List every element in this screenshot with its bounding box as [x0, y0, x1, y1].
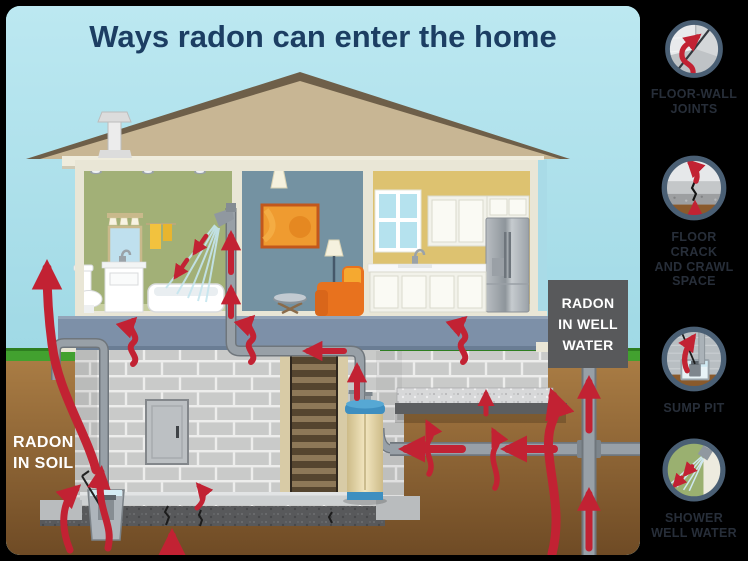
kitchen-sink [412, 248, 426, 264]
crawl-space [395, 351, 567, 423]
legend-item-shower-well-water: SHOWER WELL WATER [640, 434, 748, 541]
radon-in-well-water-sign: RADON IN WELL WATER [548, 280, 628, 368]
vanity-sink [101, 249, 147, 313]
stool [273, 293, 307, 315]
kitchen-window [374, 189, 422, 253]
legend-label: SHOWER WELL WATER [651, 511, 737, 540]
radon-in-soil-label: RADON IN SOIL [13, 434, 74, 473]
basement-stairs [280, 351, 348, 498]
legend-sidebar: FLOOR-WALL JOINTS FLOOR C [640, 0, 748, 561]
kitchen [75, 160, 538, 318]
armchair [315, 266, 364, 316]
legend-label: FLOOR-WALL JOINTS [650, 87, 738, 116]
legend-item-floor-crack: FLOOR CRACK AND CRAWL SPACE [640, 151, 748, 289]
floor-cracks [163, 505, 333, 527]
wall-painting [260, 203, 320, 249]
water-heater [343, 390, 387, 505]
towel [150, 224, 161, 249]
floor-crack-icon [661, 155, 727, 221]
legend-label: FLOOR CRACK AND CRAWL SPACE [654, 230, 734, 289]
house-cutaway-illustration [6, 6, 640, 555]
refrigerator [485, 217, 530, 313]
vanity-light-bar [107, 213, 143, 218]
roof-vent-pipe [97, 111, 132, 158]
radon-arrows [31, 230, 601, 555]
page-title: Ways radon can enter the home [89, 19, 557, 54]
lower-cabinets [367, 263, 487, 313]
legend-item-sump-pit: SUMP PIT [640, 322, 748, 416]
basement-floor [40, 492, 420, 526]
sump-pit-icon [661, 326, 727, 392]
legend-label: SUMP PIT [663, 401, 725, 415]
upper-cabinets [427, 195, 530, 247]
floor-wall-joint-icon [665, 20, 723, 78]
diagram-panel: Ways radon can enter the home RADON IN S… [6, 6, 640, 555]
soil-to-air-arrow [31, 259, 101, 475]
legend-item-floor-wall-joints: FLOOR-WALL JOINTS [640, 16, 748, 117]
shower-water-arrow [192, 233, 209, 256]
bathtub [147, 283, 225, 313]
shower-head-icon [214, 203, 236, 227]
shower-well-water-icon [662, 438, 726, 502]
floor-wall-joint-arrow [115, 316, 139, 367]
sign-text: RADON IN WELL WATER [558, 294, 618, 353]
electrical-panel [145, 399, 189, 465]
